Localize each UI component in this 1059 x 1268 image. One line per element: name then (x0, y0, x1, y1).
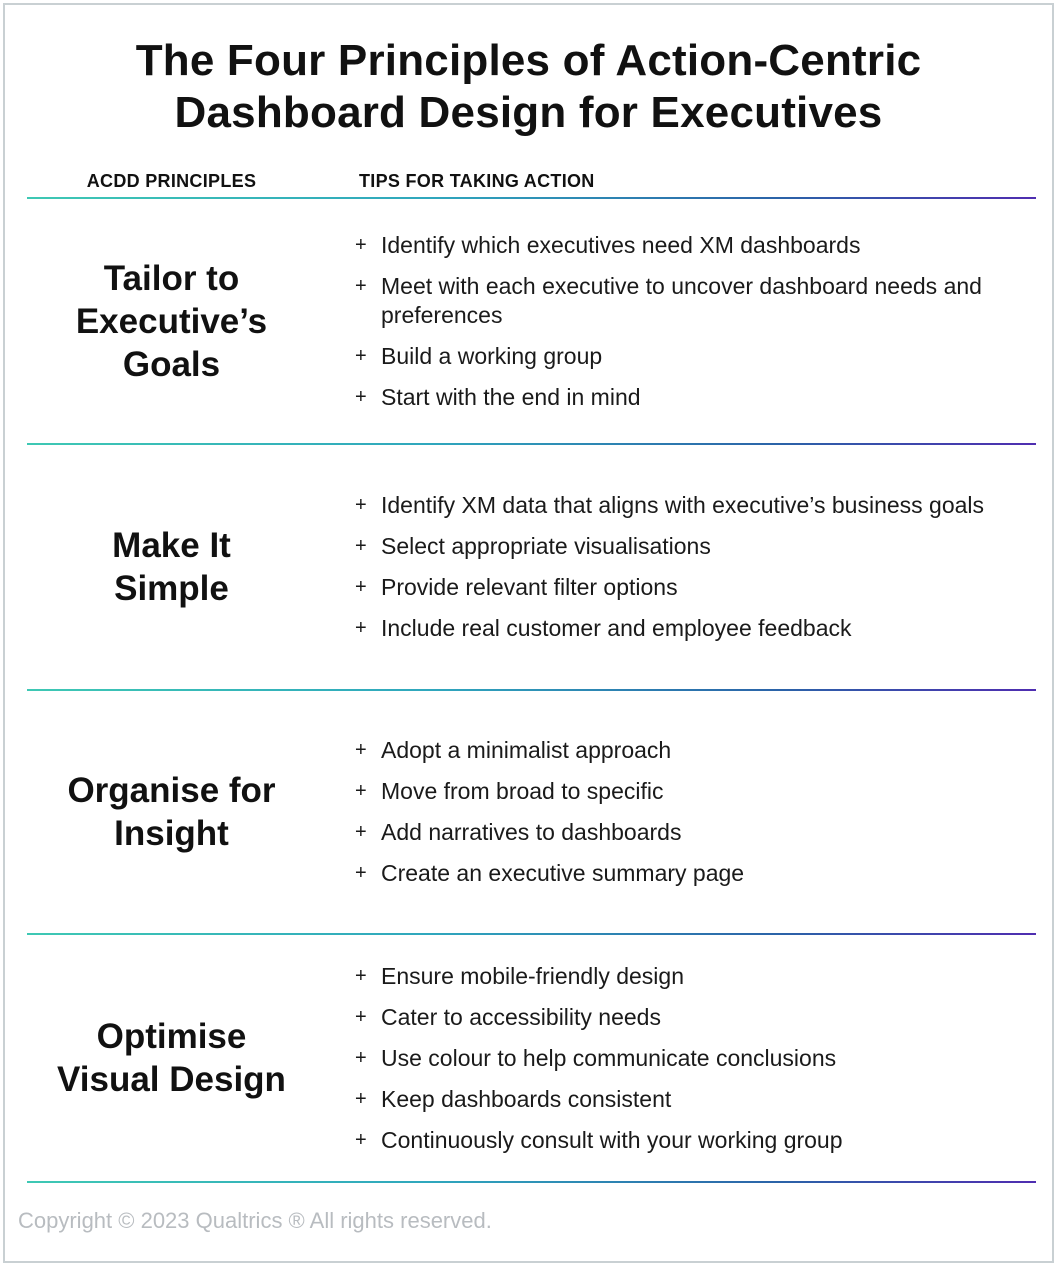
title-line: The Four Principles of Action-Centric (135, 36, 922, 85)
title-line: Dashboard Design for Executives (174, 88, 883, 137)
plus-icon: + (355, 576, 367, 598)
tip-item: + Continuously consult with your working … (355, 1126, 1045, 1155)
plus-icon: + (355, 385, 367, 408)
tip-text: Move from broad to specific (381, 778, 664, 804)
principle-line: Goals (122, 344, 221, 384)
tip-text: Adopt a minimalist approach (381, 737, 672, 763)
tip-item: + Identify XM data that aligns with execu… (355, 491, 1045, 520)
divider (27, 933, 1036, 935)
principle-name: Make It Simple (5, 445, 338, 689)
tips-list: + Ensure mobile-friendly design + Cater to… (355, 935, 1045, 1181)
plus-icon: + (355, 274, 367, 297)
principle-line: Visual Design (57, 1060, 286, 1099)
infographic-frame: The Four Principles of Action-Centric Da… (3, 3, 1054, 1263)
principle-section: Organise for Insight + Adopt a minimalist… (5, 691, 1056, 933)
tip-text: Ensure mobile-friendly design (381, 962, 684, 989)
tip-item: + Ensure mobile-friendly design (355, 962, 1045, 991)
plus-icon: + (355, 233, 367, 256)
tip-item: + Move from broad to specific (355, 777, 1045, 806)
tip-item: + Adopt a minimalist approach (355, 736, 1045, 765)
divider (27, 443, 1036, 445)
principle-name: Organise for Insight (5, 691, 338, 933)
tip-item: + Keep dashboards consistent (355, 1085, 1045, 1114)
principle-section: Make It Simple + Identify XM data that al… (5, 445, 1056, 689)
principle-line: Tailor to (103, 258, 240, 298)
plus-icon: + (355, 964, 367, 987)
tip-item: + Start with the end in mind (355, 383, 1045, 412)
plus-icon: + (355, 344, 367, 367)
principle-line: Executive’s (75, 301, 268, 341)
tip-text: Use colour to help communicate conclusio… (381, 1044, 837, 1071)
page-title: The Four Principles of Action-Centric Da… (5, 35, 1052, 139)
plus-icon: + (355, 494, 367, 516)
tip-text: Start with the end in mind (381, 383, 641, 410)
column-header-tips: TIPS FOR TAKING ACTION (359, 171, 595, 191)
tip-item: + Select appropriate visualisations (355, 532, 1045, 561)
divider (27, 197, 1036, 199)
tip-text: Add narratives to dashboards (381, 819, 682, 845)
tips-list: + Identify XM data that aligns with execu… (355, 445, 1045, 689)
tip-text: Identify XM data that aligns with execut… (381, 492, 985, 518)
principle-line: Simple (114, 569, 229, 608)
principle-line: Optimise (96, 1017, 247, 1056)
tip-text: Identify which executives need XM dashbo… (381, 231, 861, 258)
principle-line: Make It (112, 526, 231, 565)
principle-name: Optimise Visual Design (5, 935, 338, 1181)
plus-icon: + (355, 1005, 367, 1028)
tip-text: Cater to accessibility needs (381, 1003, 661, 1030)
tip-item: + Meet with each executive to uncover das… (355, 272, 1045, 330)
tip-text: Meet with each executive to uncover dash… (381, 272, 982, 328)
plus-icon: + (355, 780, 367, 802)
tip-item: + Provide relevant filter options (355, 573, 1045, 602)
plus-icon: + (355, 862, 367, 884)
principle-section: Optimise Visual Design + Ensure mobile-fr… (5, 935, 1056, 1181)
plus-icon: + (355, 1128, 367, 1151)
plus-icon: + (355, 739, 367, 761)
tip-text: Include real customer and employee feedb… (381, 615, 852, 641)
tip-text: Continuously consult with your working g… (381, 1126, 843, 1153)
tips-list: + Adopt a minimalist approach + Move from … (355, 691, 1045, 933)
column-header-principles: ACDD PRINCIPLES (86, 171, 257, 191)
principle-line: Organise for (67, 771, 276, 810)
tip-item: + Include real customer and employee feed… (355, 614, 1045, 643)
plus-icon: + (355, 1087, 367, 1110)
tip-text: Create an executive summary page (381, 860, 745, 886)
tip-text: Provide relevant filter options (381, 574, 678, 600)
principle-section: Tailor to Executive’s Goals + Identify wh… (5, 199, 1056, 443)
tips-list: + Identify which executives need XM dashb… (355, 199, 1045, 443)
principle-name: Tailor to Executive’s Goals (5, 199, 338, 443)
plus-icon: + (355, 1046, 367, 1069)
divider (27, 689, 1036, 691)
tip-text: Select appropriate visualisations (381, 533, 711, 559)
divider (27, 1181, 1036, 1183)
plus-icon: + (355, 821, 367, 843)
plus-icon: + (355, 535, 367, 557)
tip-item: + Add narratives to dashboards (355, 818, 1045, 847)
tip-item: + Identify which executives need XM dashb… (355, 231, 1045, 260)
tip-text: Keep dashboards consistent (381, 1085, 672, 1112)
plus-icon: + (355, 617, 367, 639)
principle-line: Insight (114, 814, 229, 853)
tip-item: + Build a working group (355, 342, 1045, 371)
tip-item: + Cater to accessibility needs (355, 1003, 1045, 1032)
tip-text: Build a working group (381, 342, 603, 369)
tip-item: + Create an executive summary page (355, 859, 1045, 888)
copyright-notice: Copyright © 2023 Qualtrics ® All rights … (18, 1208, 492, 1233)
tip-item: + Use colour to help communicate conclusi… (355, 1044, 1045, 1073)
